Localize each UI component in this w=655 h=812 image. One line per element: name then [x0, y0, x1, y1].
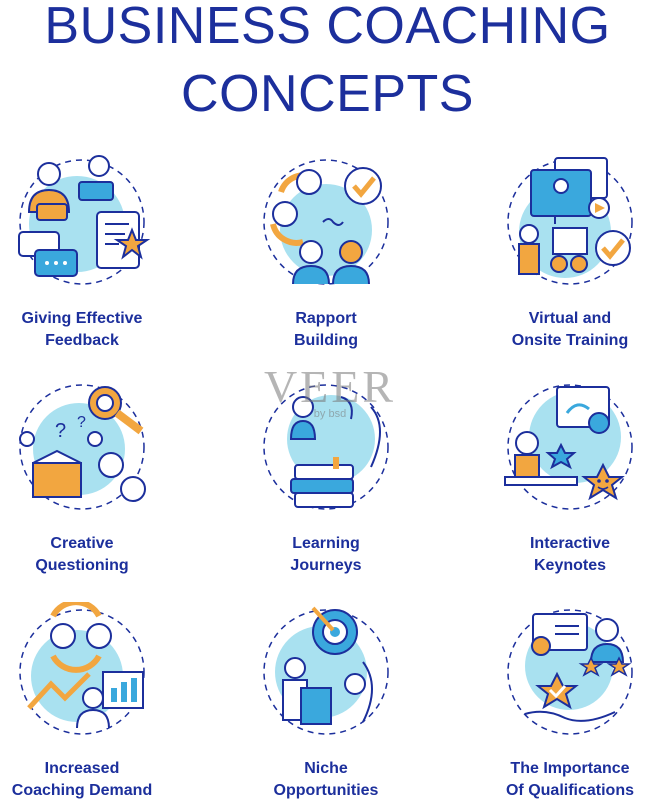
watermark: VEER by bsd [250, 361, 410, 421]
demand-icon [19, 602, 145, 735]
rapport-icon [263, 159, 389, 285]
questioning-icon: ? ? [19, 384, 146, 510]
page-title-line-2: CONCEPTS [181, 65, 474, 123]
qualifications-icon [507, 609, 633, 735]
training-icon [507, 157, 633, 285]
svg-text:?: ? [55, 420, 66, 442]
keynotes-icon [504, 384, 633, 510]
svg-text:?: ? [77, 414, 86, 431]
watermark-brand: VEER [263, 361, 397, 412]
page-title-line-1: BUSINESS COACHING [44, 0, 611, 55]
feedback-icon [18, 155, 151, 285]
journeys-icon [263, 384, 389, 510]
niche-icon [263, 606, 389, 735]
watermark-credit: by bsd [313, 408, 347, 420]
